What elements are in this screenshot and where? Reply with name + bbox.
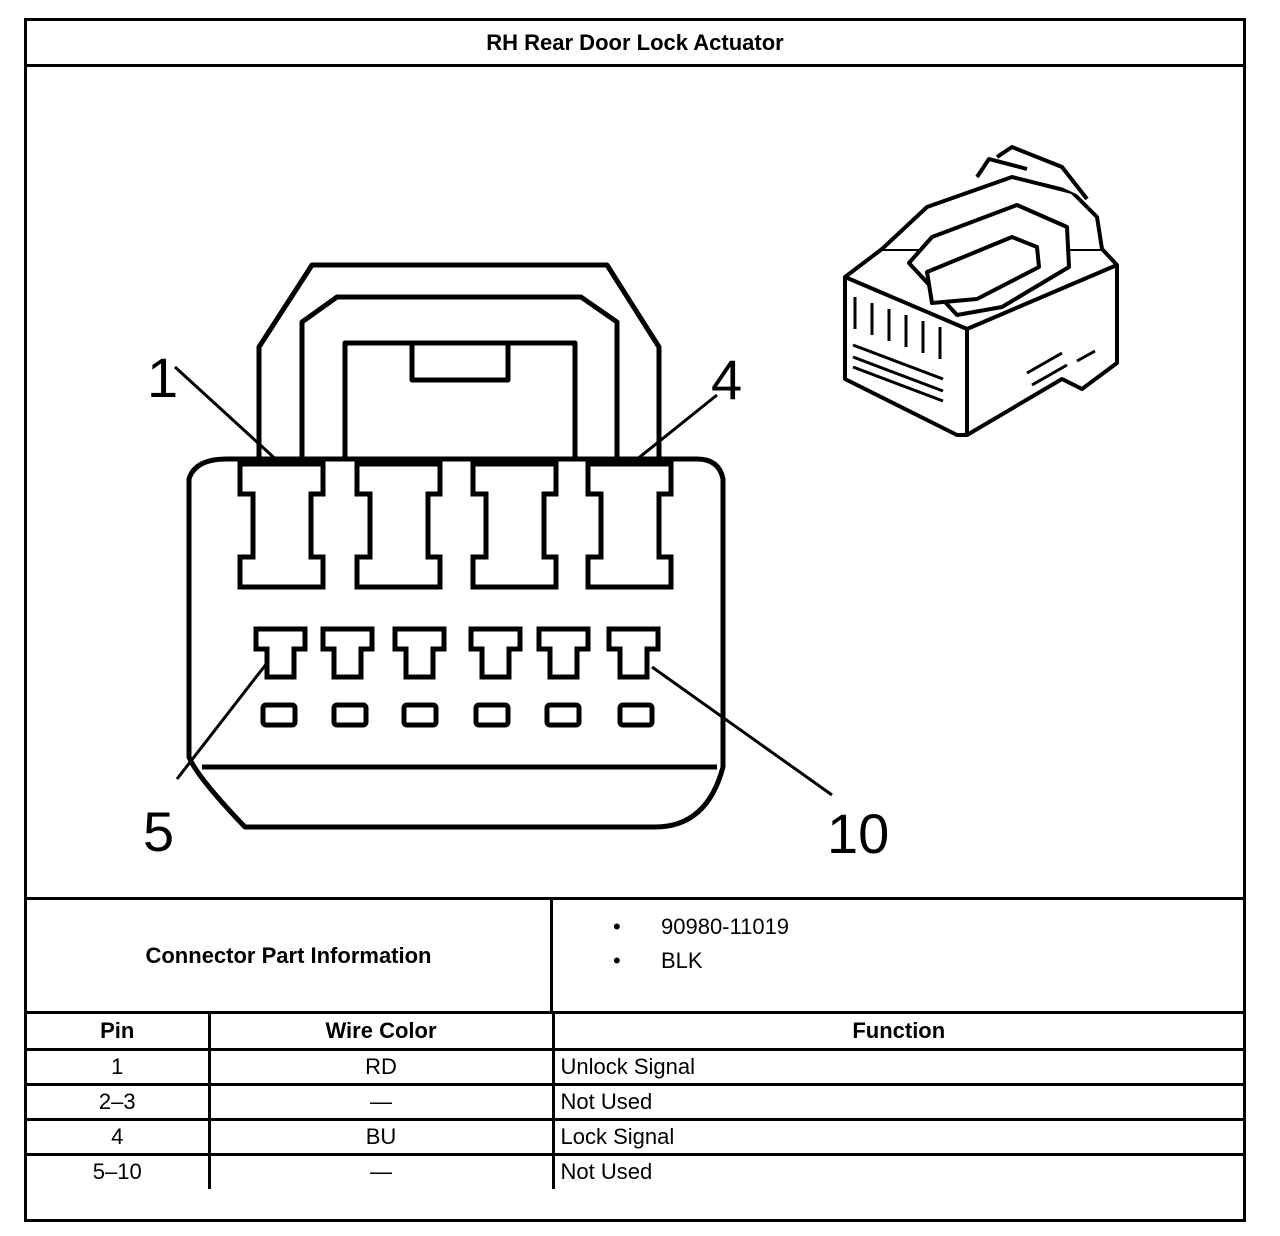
leader-line-pin-5 <box>175 662 269 780</box>
connector-latch-tab <box>409 340 511 383</box>
function-cell: Unlock Signal <box>551 1047 1243 1086</box>
connector-isometric-pin-marks <box>852 297 1096 403</box>
callout-pin-4: 4 <box>711 348 742 411</box>
terminal-cavity-pin-5 <box>253 626 308 680</box>
terminal-cavity-pin-3 <box>470 461 559 590</box>
terminal-cavity-pin-10 <box>606 626 661 680</box>
connector-part-info: Connector Part Information • 90980-11019… <box>27 897 1243 1014</box>
terminal-cavity-pin-2 <box>354 461 443 590</box>
part-number-item: • 90980-11019 <box>553 910 1243 944</box>
connector-part-info-label: Connector Part Information <box>27 900 553 1011</box>
wire-color-cell: — <box>207 1082 555 1121</box>
release-slot <box>473 702 511 728</box>
release-slot <box>331 702 369 728</box>
leader-line-pin-1 <box>173 365 283 466</box>
table-row: 2–3 — Not Used <box>27 1082 1243 1121</box>
release-slot <box>260 702 298 728</box>
bullet: • <box>613 948 621 973</box>
page-title: RH Rear Door Lock Actuator <box>27 21 1243 67</box>
pin-cell: 2–3 <box>27 1082 211 1121</box>
callout-pin-5: 5 <box>143 800 174 863</box>
function-cell: Lock Signal <box>551 1117 1243 1156</box>
terminal-cavity-pin-9 <box>536 626 591 680</box>
connector-face-drawing: 1 4 5 10 <box>143 145 1119 865</box>
terminal-cavity-pin-1 <box>237 461 326 590</box>
connector-sheet: RH Rear Door Lock Actuator <box>24 18 1246 1222</box>
pin-table: Pin Wire Color Function 1 RD Unlock Sign… <box>27 1014 1243 1189</box>
table-row: 4 BU Lock Signal <box>27 1117 1243 1156</box>
wire-color-cell: BU <box>207 1117 555 1156</box>
connector-color-item: • BLK <box>553 944 1243 978</box>
pin-cell: 4 <box>27 1117 211 1156</box>
connector-body-outline <box>186 456 726 830</box>
leader-line-pin-10 <box>651 665 833 797</box>
release-slot <box>544 702 582 728</box>
connector-latch-inner <box>299 294 620 459</box>
function-cell: Not Used <box>551 1152 1243 1189</box>
bullet: • <box>613 914 621 939</box>
connector-latch-frame <box>342 340 578 459</box>
connector-latch-hood <box>256 262 662 459</box>
connector-color: BLK <box>661 948 703 973</box>
terminal-cavity-pin-6 <box>320 626 375 680</box>
leader-line-pin-4 <box>630 393 718 466</box>
wire-color-cell: RD <box>207 1047 555 1086</box>
terminal-cavity-pin-7 <box>392 626 447 680</box>
header-function: Function <box>551 1014 1243 1051</box>
connector-part-info-list: • 90980-11019 • BLK <box>553 900 1243 1021</box>
connector-isometric-view <box>843 145 1119 437</box>
release-slot <box>401 702 439 728</box>
release-slot <box>617 702 655 728</box>
callout-pin-10: 10 <box>827 802 889 865</box>
terminal-cavity-pin-4 <box>585 461 674 590</box>
table-row: 5–10 — Not Used <box>27 1152 1243 1189</box>
wire-color-cell: — <box>207 1152 555 1189</box>
part-number: 90980-11019 <box>661 914 790 939</box>
function-cell: Not Used <box>551 1082 1243 1121</box>
connector-diagram: 1 4 5 10 <box>27 67 1243 897</box>
header-wire-color: Wire Color <box>207 1014 555 1051</box>
pin-cell: 5–10 <box>27 1152 211 1189</box>
header-pin: Pin <box>27 1014 211 1051</box>
pin-cell: 1 <box>27 1047 211 1086</box>
callout-pin-1: 1 <box>147 346 178 409</box>
table-row: 1 RD Unlock Signal <box>27 1047 1243 1086</box>
terminal-cavity-pin-8 <box>468 626 523 680</box>
pin-table-header: Pin Wire Color Function <box>27 1014 1243 1051</box>
